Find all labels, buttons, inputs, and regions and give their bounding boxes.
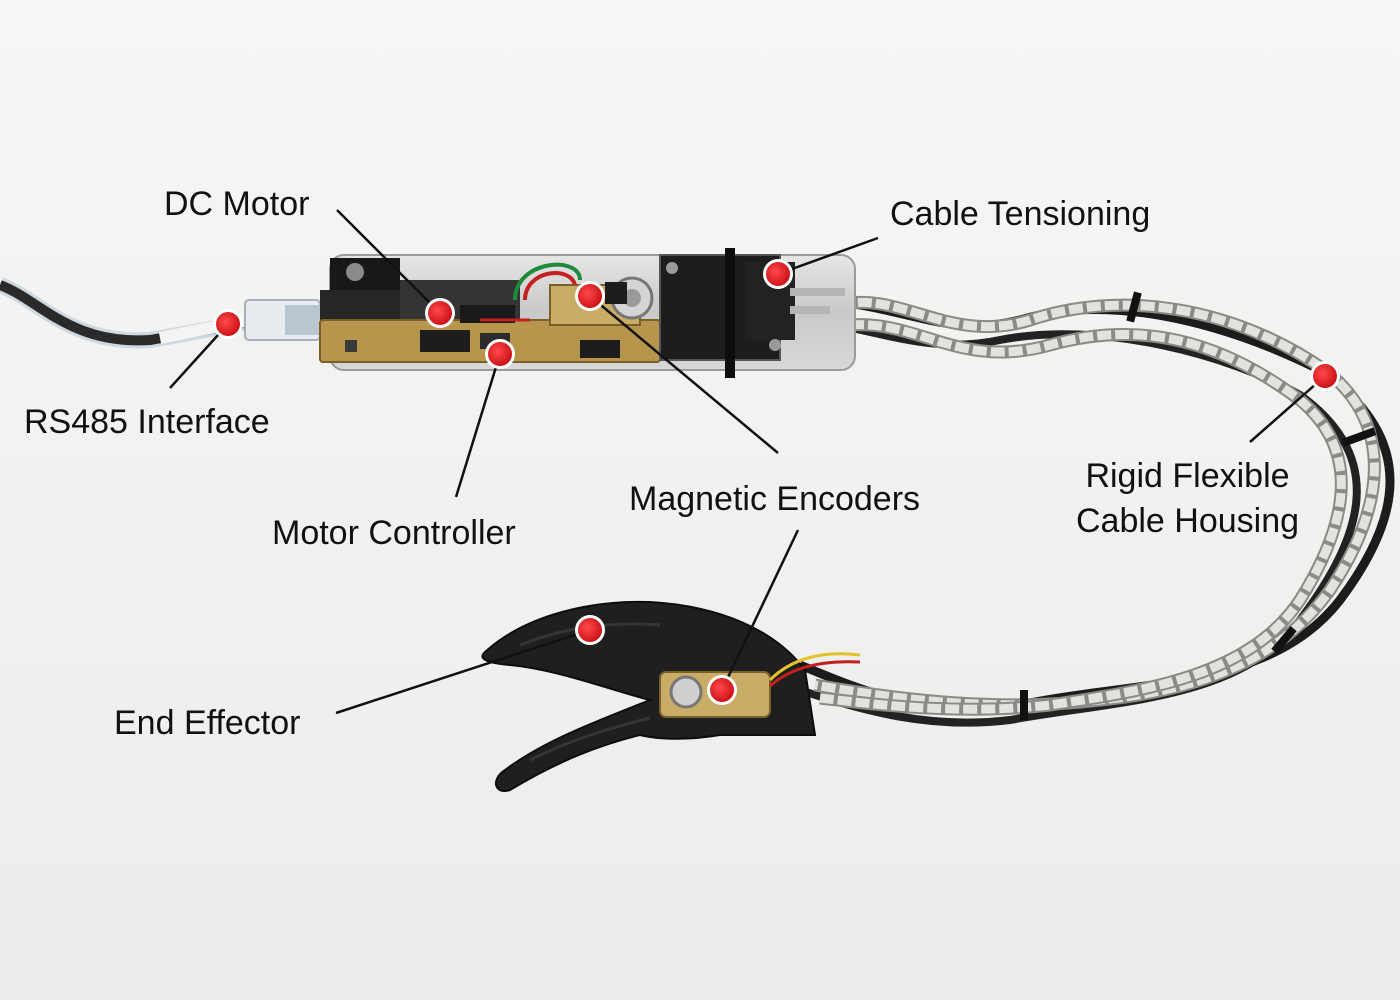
label-rigid-flexible-line2: Cable Housing	[1075, 502, 1300, 540]
label-rs485-interface: RS485 Interface	[24, 403, 270, 441]
label-motor-controller: Motor Controller	[272, 514, 516, 552]
leader-rigid-flexible	[1249, 375, 1326, 443]
leader-magnetic-encoders-top	[589, 295, 779, 454]
marker-motor-controller	[485, 339, 515, 369]
cable-housing	[798, 291, 1395, 727]
label-end-effector: End Effector	[114, 704, 301, 742]
marker-magnetic-encoder-top	[575, 281, 605, 311]
label-dc-motor: DC Motor	[164, 185, 310, 223]
leader-cable-tensioning	[777, 236, 879, 276]
leader-end-effector	[335, 628, 591, 715]
label-rigid-flexible-cable-housing: Rigid Flexible Cable Housing	[1060, 454, 1315, 544]
leader-magnetic-encoders-bottom	[720, 529, 800, 691]
marker-magnetic-encoder-bottom	[707, 675, 737, 705]
marker-rigid-flexible	[1310, 361, 1340, 391]
label-magnetic-encoders: Magnetic Encoders	[629, 480, 921, 518]
marker-cable-tensioning	[763, 259, 793, 289]
leader-lines	[169, 209, 1326, 715]
label-rigid-flexible-line1: Rigid Flexible	[1085, 457, 1290, 495]
end-effector	[481, 600, 861, 792]
actuator-body	[319, 248, 856, 378]
leader-motor-controller	[454, 353, 502, 498]
marker-rs485	[213, 309, 243, 339]
marker-dc-motor	[425, 298, 455, 328]
marker-end-effector	[575, 615, 605, 645]
markers	[213, 259, 1340, 705]
leader-dc-motor	[336, 209, 441, 314]
rs485-cable	[0, 277, 325, 349]
label-cable-tensioning: Cable Tensioning	[890, 195, 1151, 233]
